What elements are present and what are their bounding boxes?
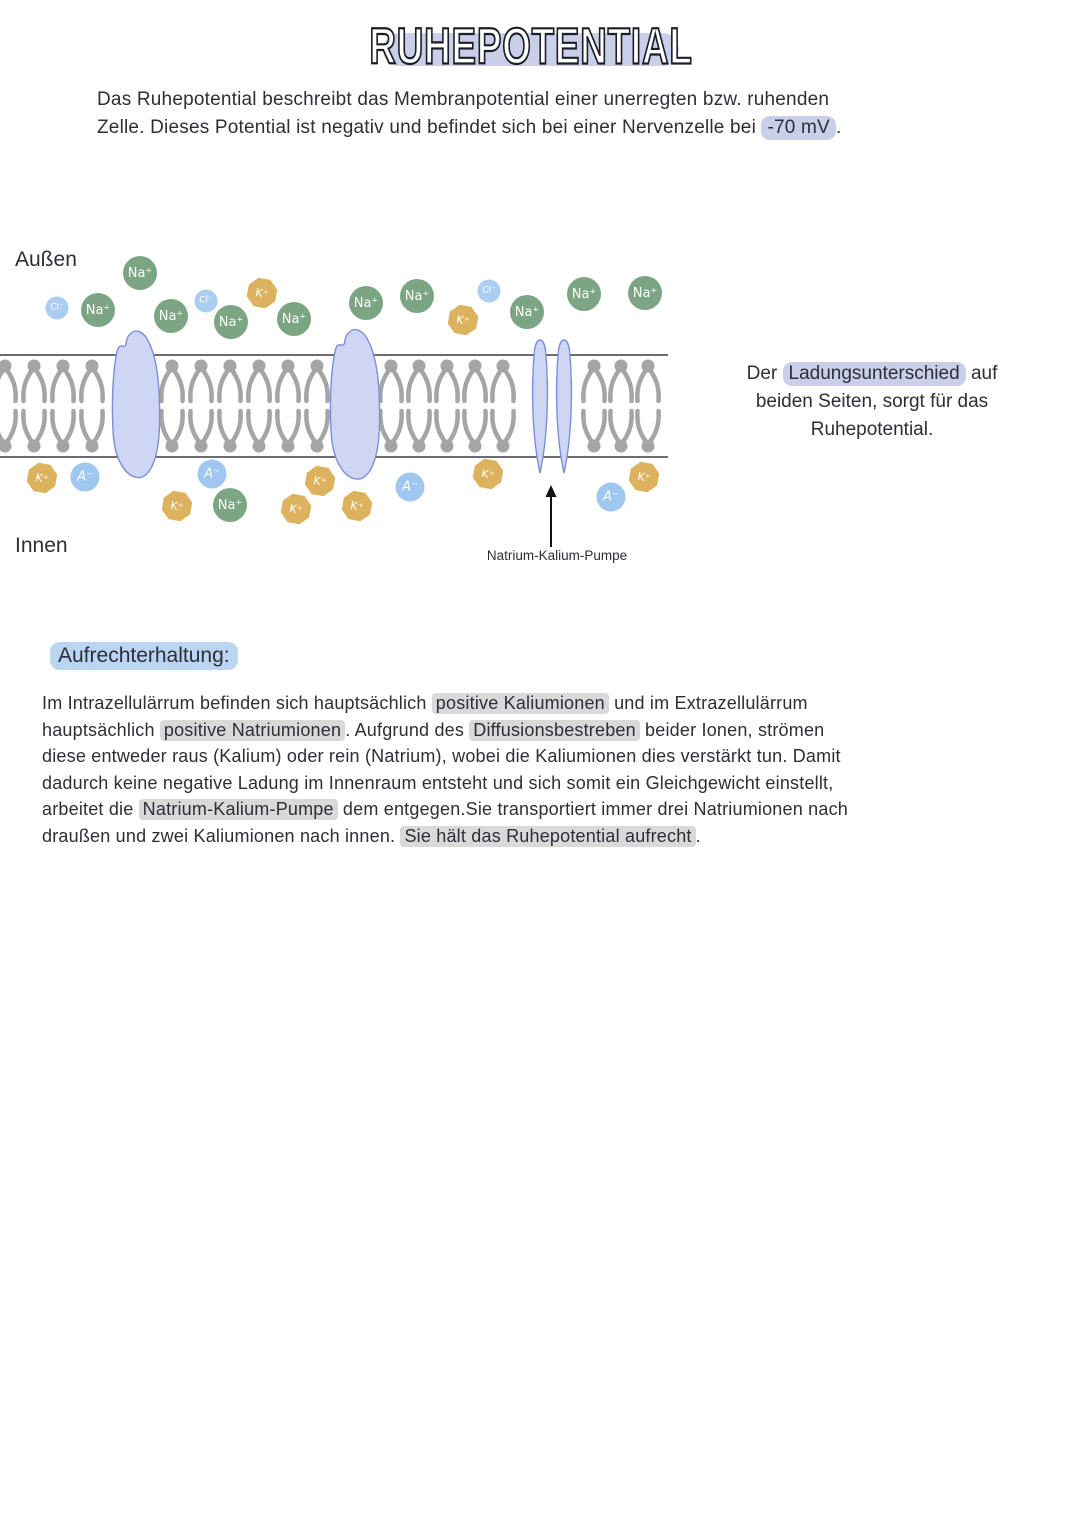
ion-a: A⁻ xyxy=(395,472,425,502)
ion-na: Na⁺ xyxy=(81,293,115,327)
pump-label: Natrium-Kalium-Pumpe xyxy=(486,548,628,563)
outside-label: Außen xyxy=(15,248,77,271)
ion-cl: Cl⁻ xyxy=(477,279,501,303)
membrane-diagram: Außen Innen Cl⁻Na⁺Na⁺Na⁺Cl⁻Na⁺K⁺Na⁺Na⁺Na… xyxy=(0,240,1080,575)
ion-na: Na⁺ xyxy=(154,299,188,333)
ion-a: A⁻ xyxy=(70,462,100,492)
ion-k: K⁺ xyxy=(446,303,481,338)
ion-k: K⁺ xyxy=(627,460,662,495)
intro-paragraph: Das Ruhepotential beschreibt das Membran… xyxy=(97,89,842,140)
section-heading-highlight: Aufrechterhaltung: xyxy=(50,642,238,670)
ion-na: Na⁺ xyxy=(567,277,601,311)
ion-na: Na⁺ xyxy=(213,488,247,522)
membrane-illustration xyxy=(0,328,668,480)
ion-layer: Cl⁻Na⁺Na⁺Na⁺Cl⁻Na⁺K⁺Na⁺Na⁺Na⁺K⁺Cl⁻Na⁺Na⁺… xyxy=(0,240,1080,575)
title-text: RUHEPOTENTIAL xyxy=(369,16,693,75)
ion-k: K⁺ xyxy=(160,489,195,524)
ion-cl: Cl⁻ xyxy=(194,289,218,313)
ion-k: K⁺ xyxy=(279,492,314,527)
ion-na: Na⁺ xyxy=(400,279,434,313)
ion-na: Na⁺ xyxy=(628,276,662,310)
page-title: RUHEPOTENTIAL xyxy=(0,16,1071,76)
ion-na: Na⁺ xyxy=(277,302,311,336)
ion-a: A⁻ xyxy=(197,459,227,489)
pump-arrow-icon xyxy=(545,485,557,547)
inside-label: Innen xyxy=(15,534,68,557)
ion-na: Na⁺ xyxy=(123,256,157,290)
title-highlight xyxy=(383,33,679,66)
ion-k: K⁺ xyxy=(340,489,375,524)
ion-k: K⁺ xyxy=(471,457,506,492)
maintenance-paragraph: Im Intrazellulärrum befinden sich haupts… xyxy=(42,693,848,847)
ion-k: K⁺ xyxy=(245,276,280,311)
section-heading: Aufrechterhaltung: xyxy=(50,642,238,670)
ion-na: Na⁺ xyxy=(214,305,248,339)
ion-na: Na⁺ xyxy=(349,286,383,320)
ion-na: Na⁺ xyxy=(510,295,544,329)
ion-a: A⁻ xyxy=(596,482,626,512)
ion-k: K⁺ xyxy=(303,464,338,499)
ion-cl: Cl⁻ xyxy=(45,296,69,320)
ion-k: K⁺ xyxy=(25,461,60,496)
